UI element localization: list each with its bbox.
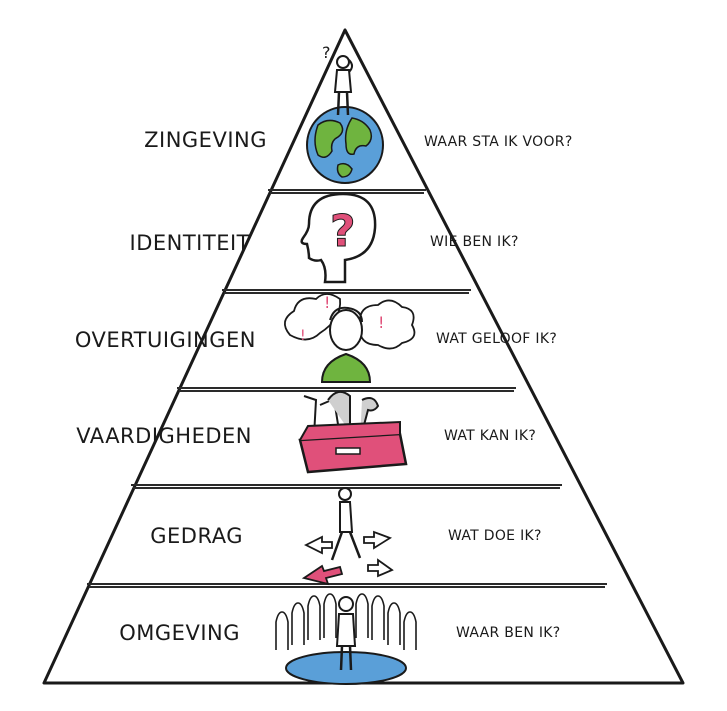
level-name-omgeving: OMGEVING xyxy=(119,621,240,645)
level-question-omgeving: WAAR BEN IK? xyxy=(456,625,561,641)
toolbox-icon xyxy=(298,390,408,474)
svg-text:!: ! xyxy=(300,328,306,344)
level-name-overtuigingen: OVERTUIGINGEN xyxy=(74,328,256,352)
level-name-gedrag: GEDRAG xyxy=(150,524,243,548)
level-question-gedrag: WAT DOE IK? xyxy=(448,528,542,544)
crowd-icon xyxy=(275,593,417,685)
earth-person-icon: ? xyxy=(306,43,384,184)
level-question-zingeving: WAAR STA IK VOOR? xyxy=(424,134,573,150)
level-question-overtuigingen: WAT GELOOF IK? xyxy=(436,331,558,347)
head-question-icon: ? xyxy=(300,192,377,284)
walking-person-icon xyxy=(301,487,394,586)
svg-text:!: ! xyxy=(324,293,330,312)
svg-text:!: ! xyxy=(378,313,384,332)
svg-text:?: ? xyxy=(322,43,331,62)
level-name-identiteit: IDENTITEIT xyxy=(129,231,250,255)
level-question-identiteit: WIE BEN IK? xyxy=(430,234,519,250)
svg-text:?: ? xyxy=(330,206,356,257)
level-name-zingeving: ZINGEVING xyxy=(144,128,267,152)
level-name-vaardigheden: VAARDIGHEDEN xyxy=(76,424,252,448)
thinking-person-icon: ! ! ! xyxy=(284,293,416,383)
level-question-vaardigheden: WAT KAN IK? xyxy=(444,428,537,444)
